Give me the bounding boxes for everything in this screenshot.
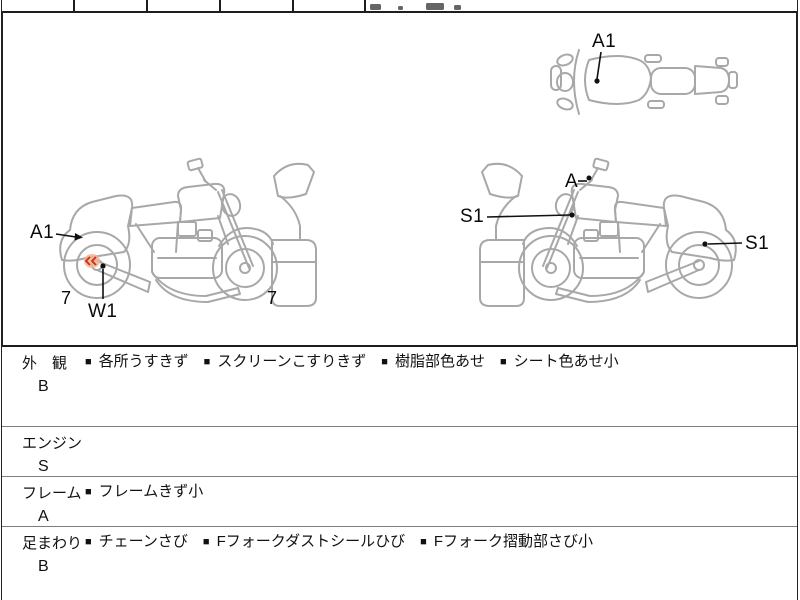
header-cell-divider	[146, 0, 148, 11]
bullet-square-icon: ■	[499, 356, 507, 368]
condition-note-text: フレームきず小	[98, 483, 204, 500]
condition-note-item: ■ Fフォーク摺動部さび小	[420, 532, 593, 553]
condition-grade: A	[38, 508, 49, 525]
label-s1-front-fork: S1	[460, 206, 485, 227]
motorcycle-top-view-drawing	[550, 49, 738, 115]
condition-notes: ■ フレームきず小	[85, 482, 203, 503]
condition-note-item: ■ フレームきず小	[85, 482, 203, 503]
condition-note-text: シート色あせ小	[513, 353, 619, 370]
clipped-header-row	[2, 0, 797, 13]
condition-note-text: 樹脂部色あせ	[394, 353, 485, 370]
label-front-tire-depth: 7	[267, 288, 278, 308]
condition-note-text: Fフォーク摺動部さび小	[433, 533, 593, 550]
bullet-square-icon: ■	[203, 356, 211, 368]
bullet-square-icon: ■	[420, 536, 427, 548]
condition-category: 足まわり	[22, 535, 83, 552]
label-a1-rear-fender: A1	[30, 222, 55, 243]
motorcycle-right-side-drawing	[479, 157, 737, 307]
condition-note-item: ■ チェーンさび	[85, 532, 188, 553]
label-a1-top-view: A1	[592, 31, 617, 52]
clipped-text-fragment	[370, 4, 381, 10]
clipped-text-fragment	[426, 3, 444, 10]
condition-notes: ■ 各所うすきず ■ スクリーンこすりきず ■ 樹脂部色あせ ■ シート色あせ小	[85, 352, 619, 373]
condition-row-exterior: 外 観 B ■ 各所うすきず ■ スクリーンこすりきず ■ 樹脂部色あせ ■ シート色あせ小	[2, 347, 797, 426]
condition-notes: ■ チェーンさび ■ Fフォークダストシールひび ■ Fフォーク摺動部さび小	[85, 532, 593, 553]
bullet-square-icon: ■	[85, 536, 92, 548]
condition-table: 外 観 B ■各所うすきず■スクリーンこすりきず■樹脂部色あせ■シート色あせ小 …	[2, 345, 797, 600]
condition-note-item: ■ スクリーンこすりきず	[204, 352, 367, 373]
condition-row-frame: フレーム A ■ フレームきず小	[2, 476, 797, 526]
condition-note-item: ■ Fフォークダストシールひび	[203, 532, 405, 553]
condition-grade: B	[38, 558, 49, 575]
condition-grade: B	[38, 378, 49, 395]
condition-note-text: チェーンさび	[98, 533, 188, 550]
label-a-mirror: A	[565, 171, 579, 192]
sheet-border-left	[1, 0, 3, 600]
condition-category: 外 観	[22, 355, 68, 372]
label-s1-rear: S1	[745, 233, 770, 254]
header-cell-divider	[73, 0, 75, 11]
bullet-square-icon: ■	[85, 486, 92, 498]
condition-row-undercarriage: 足まわり B ■ チェーンさび ■ Fフォークダストシールひび ■ Fフォーク摺動部さび小	[2, 526, 797, 600]
label-w1-wheel: W1	[88, 301, 118, 322]
condition-note-text: Fフォークダストシールひび	[216, 533, 406, 550]
condition-row-engine: エンジン S	[2, 426, 797, 476]
condition-note-item: ■ 各所うすきず	[85, 352, 189, 373]
bullet-square-icon: ■	[85, 356, 92, 368]
header-cell-divider	[219, 0, 221, 11]
condition-note-text: スクリーンこすりきず	[217, 353, 367, 370]
condition-category: フレーム	[22, 485, 82, 502]
condition-note-item: ■ シート色あせ小	[500, 352, 619, 373]
bullet-square-icon: ■	[202, 536, 210, 548]
damage-mark-w1	[84, 254, 100, 268]
label-rear-tire-depth: 7	[61, 288, 72, 308]
condition-note-item: ■ 樹脂部色あせ	[381, 352, 485, 373]
header-cell-divider	[292, 0, 294, 11]
bullet-square-icon: ■	[381, 356, 388, 368]
clipped-text-fragment	[454, 5, 461, 10]
motorcycle-left-side-drawing	[59, 157, 318, 307]
clipped-text-fragment	[398, 6, 403, 10]
condition-grade: S	[38, 458, 49, 475]
header-cell-divider	[364, 0, 366, 11]
condition-note-text: 各所うすきず	[98, 353, 189, 370]
sheet-border-right	[796, 0, 798, 600]
condition-category: エンジン	[22, 435, 83, 452]
